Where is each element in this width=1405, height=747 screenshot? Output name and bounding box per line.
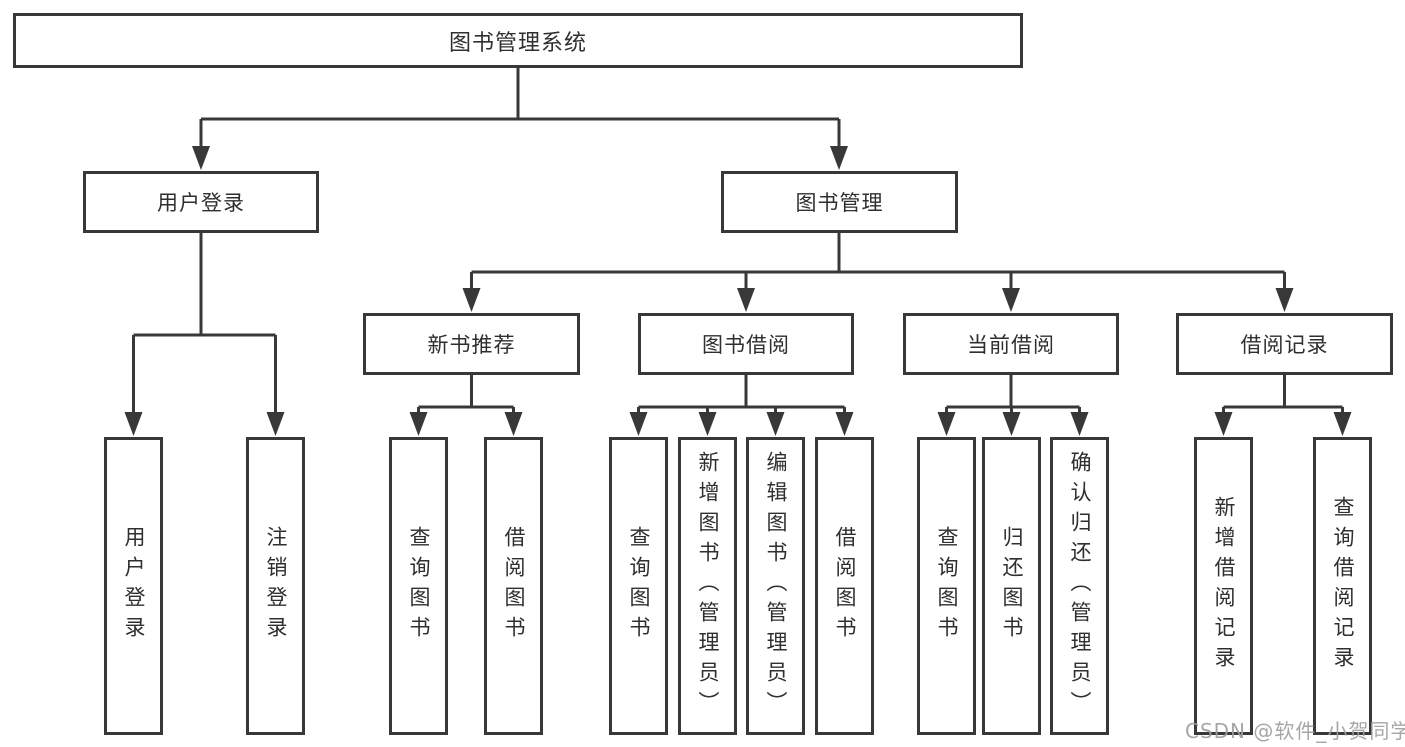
arrow-down-icon bbox=[192, 146, 210, 170]
leaf-current-query-books: 查询图书 bbox=[917, 437, 976, 735]
arrow-down-icon bbox=[1070, 412, 1089, 436]
connector-mgmt-to-level3 bbox=[470, 233, 1286, 290]
arrow-down-icon bbox=[830, 146, 848, 170]
arrow-down-icon bbox=[124, 412, 143, 436]
node-borrow-records: 借阅记录 bbox=[1176, 313, 1393, 375]
leaf-recommend-borrow-books-label: 借阅图书 bbox=[502, 526, 526, 646]
node-book-borrow: 图书借阅 bbox=[638, 313, 854, 375]
connector-recommend-to-leaves bbox=[417, 375, 515, 414]
arrow-down-icon bbox=[937, 412, 956, 436]
node-book-management-label: 图书管理 bbox=[795, 191, 884, 215]
connector-current-to-leaves bbox=[945, 375, 1081, 414]
leaf-records-query-record-label: 查询借阅记录 bbox=[1331, 496, 1355, 676]
node-book-management: 图书管理 bbox=[721, 171, 958, 233]
leaf-records-query-record: 查询借阅记录 bbox=[1313, 437, 1372, 735]
leaf-logout: 注销登录 bbox=[246, 437, 305, 735]
connector-root-to-level2 bbox=[199, 68, 841, 148]
arrow-down-icon bbox=[1214, 412, 1233, 436]
connector-login-to-leaves bbox=[132, 233, 277, 414]
leaf-recommend-borrow-books: 借阅图书 bbox=[484, 437, 543, 735]
connector-borrow-to-leaves bbox=[637, 375, 846, 414]
leaf-user-login-label: 用户登录 bbox=[122, 526, 146, 646]
arrow-down-icon bbox=[835, 412, 854, 436]
node-user-login: 用户登录 bbox=[83, 171, 319, 233]
leaf-borrow-query-books-label: 查询图书 bbox=[627, 526, 651, 646]
arrow-down-icon bbox=[629, 412, 648, 436]
node-new-book-recommend: 新书推荐 bbox=[363, 313, 580, 375]
leaf-borrow-add-books-admin: 新增图书（管理员） bbox=[678, 437, 737, 735]
node-root-label: 图书管理系统 bbox=[448, 30, 587, 56]
node-new-book-recommend-label: 新书推荐 bbox=[427, 333, 516, 357]
arrowheads bbox=[124, 146, 1352, 436]
arrow-down-icon bbox=[462, 288, 481, 312]
arrow-down-icon bbox=[504, 412, 523, 436]
arrow-down-icon bbox=[1275, 288, 1294, 312]
leaf-current-confirm-return-admin-label: 确认归还（管理员） bbox=[1068, 451, 1092, 721]
leaf-current-confirm-return-admin: 确认归还（管理员） bbox=[1050, 437, 1109, 735]
leaf-records-add-record-label: 新增借阅记录 bbox=[1212, 496, 1236, 676]
node-root: 图书管理系统 bbox=[13, 13, 1023, 68]
arrow-down-icon bbox=[409, 412, 428, 436]
leaf-current-query-books-label: 查询图书 bbox=[935, 526, 959, 646]
connector-records-to-leaves bbox=[1222, 375, 1344, 414]
leaf-recommend-query-books: 查询图书 bbox=[389, 437, 448, 735]
node-book-borrow-label: 图书借阅 bbox=[702, 333, 790, 357]
leaf-borrow-borrow-books-label: 借阅图书 bbox=[833, 526, 857, 646]
arrow-down-icon bbox=[766, 412, 785, 436]
leaf-records-add-record: 新增借阅记录 bbox=[1194, 437, 1253, 735]
node-current-borrow: 当前借阅 bbox=[903, 313, 1119, 375]
leaf-borrow-add-books-admin-label: 新增图书（管理员） bbox=[696, 451, 720, 721]
leaf-logout-label: 注销登录 bbox=[264, 526, 288, 646]
arrow-down-icon bbox=[1002, 412, 1021, 436]
node-user-login-label: 用户登录 bbox=[157, 191, 245, 215]
leaf-borrow-query-books: 查询图书 bbox=[609, 437, 668, 735]
csdn-watermark: CSDN @软件_小贺同学 bbox=[1185, 719, 1405, 743]
arrow-down-icon bbox=[1002, 288, 1020, 312]
arrow-down-icon bbox=[266, 412, 285, 436]
arrow-down-icon bbox=[737, 288, 755, 312]
node-borrow-records-label: 借阅记录 bbox=[1240, 333, 1329, 357]
leaf-user-login: 用户登录 bbox=[104, 437, 163, 735]
leaf-recommend-query-books-label: 查询图书 bbox=[407, 526, 431, 646]
arrow-down-icon bbox=[698, 412, 717, 436]
leaf-borrow-borrow-books: 借阅图书 bbox=[815, 437, 874, 735]
leaf-borrow-edit-books-admin-label: 编辑图书（管理员） bbox=[764, 451, 788, 721]
arrow-down-icon bbox=[1333, 412, 1352, 436]
leaf-borrow-edit-books-admin: 编辑图书（管理员） bbox=[746, 437, 805, 735]
node-current-borrow-label: 当前借阅 bbox=[967, 333, 1055, 357]
leaf-current-return-books: 归还图书 bbox=[982, 437, 1041, 735]
leaf-current-return-books-label: 归还图书 bbox=[1000, 526, 1024, 646]
